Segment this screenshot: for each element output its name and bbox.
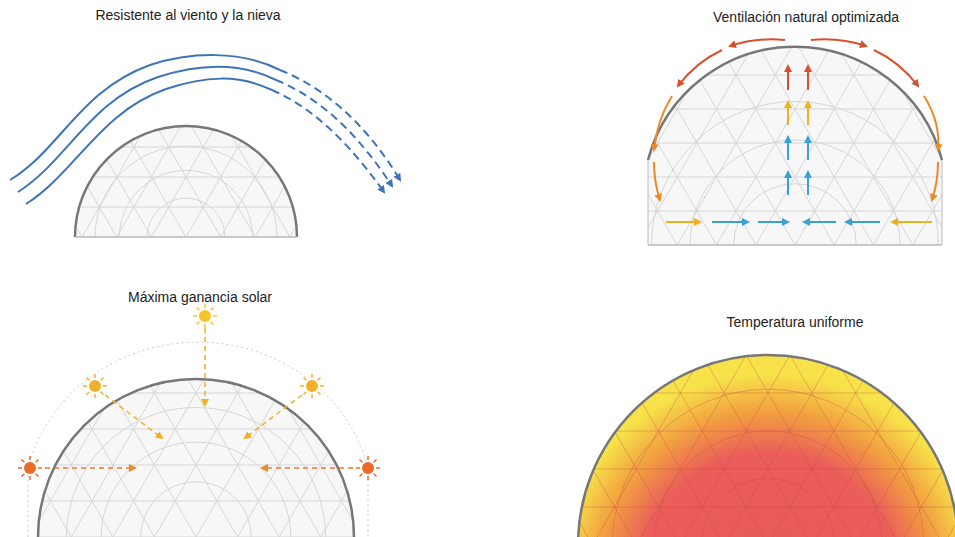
panel-title: Temperatura uniforme	[727, 314, 864, 330]
panel-title: Máxima ganancia solar	[128, 289, 272, 305]
panel-title: Ventilación natural optimizada	[713, 9, 899, 25]
panel-title: Resistente al viento y la nieva	[95, 7, 280, 23]
